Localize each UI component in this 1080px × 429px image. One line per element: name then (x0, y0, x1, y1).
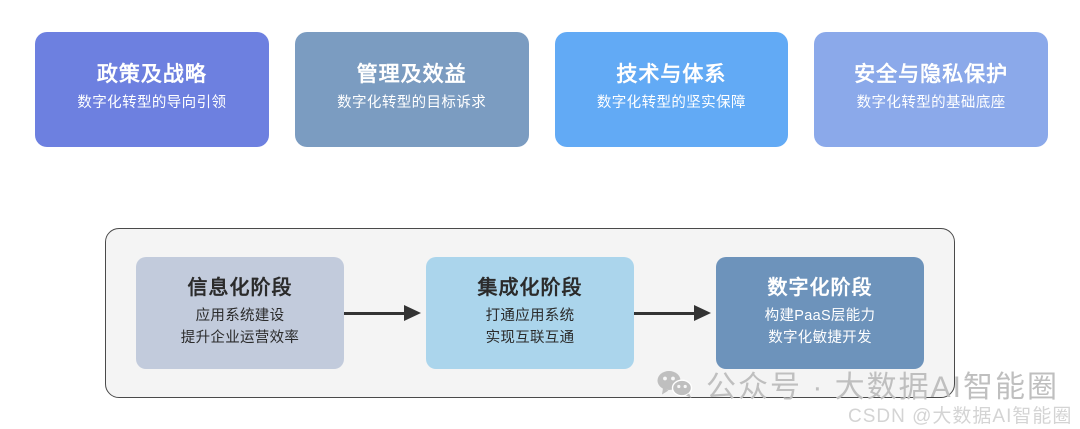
stage-flow: 信息化阶段 应用系统建设 提升企业运营效率 集成化阶段 打通应用系统 实现互联互… (106, 229, 954, 397)
pillar-card-row: 政策及战略 数字化转型的导向引领 管理及效益 数字化转型的目标诉求 技术与体系 … (35, 32, 1048, 147)
arrow-right-icon (344, 303, 426, 323)
stage-detail-line: 实现互联互通 (485, 330, 575, 346)
arrow-shaft (344, 312, 408, 315)
arrow-head (404, 305, 421, 321)
pillar-card-technology-system[interactable]: 技术与体系 数字化转型的坚实保障 (554, 32, 789, 147)
stage-detail-line: 应用系统建设 (195, 308, 285, 325)
pillar-subtitle: 数字化转型的导向引领 (77, 95, 227, 112)
stage-title: 数字化阶段 (767, 277, 873, 300)
pillar-card-policy-strategy[interactable]: 政策及战略 数字化转型的导向引领 (35, 32, 269, 147)
stage-box-digitalization[interactable]: 数字化阶段 构建PaaS层能力 数字化敏捷开发 (716, 257, 924, 369)
arrow-head (694, 305, 711, 321)
pillar-title: 政策及战略 (96, 63, 207, 87)
pillar-title: 管理及效益 (356, 63, 467, 87)
pillar-card-security-privacy[interactable]: 安全与隐私保护 数字化转型的基础底座 (814, 32, 1048, 147)
stage-detail-line: 数字化敏捷开发 (768, 330, 872, 346)
stage-box-integration[interactable]: 集成化阶段 打通应用系统 实现互联互通 (426, 257, 634, 369)
pillar-card-management-benefit[interactable]: 管理及效益 数字化转型的目标诉求 (294, 32, 529, 147)
stage-box-informatization[interactable]: 信息化阶段 应用系统建设 提升企业运营效率 (136, 257, 344, 369)
stage-title: 集成化阶段 (477, 277, 583, 300)
pillar-title: 技术与体系 (616, 63, 727, 87)
pillar-subtitle: 数字化转型的基础底座 (856, 95, 1006, 112)
pillar-subtitle: 数字化转型的目标诉求 (337, 95, 487, 112)
stage-detail-line: 打通应用系统 (485, 308, 575, 325)
csdn-watermark: CSDN @大数据AI智能圈 (848, 406, 1073, 427)
arrow-shaft (634, 312, 698, 315)
pillar-title: 安全与隐私保护 (854, 63, 1009, 87)
stage-detail-line: 构建PaaS层能力 (764, 308, 876, 325)
evolution-panel: 信息化阶段 应用系统建设 提升企业运营效率 集成化阶段 打通应用系统 实现互联互… (105, 228, 955, 398)
stage-title: 信息化阶段 (187, 277, 293, 300)
pillar-subtitle: 数字化转型的坚实保障 (596, 95, 746, 112)
stage-detail-line: 提升企业运营效率 (180, 330, 300, 346)
arrow-right-icon (634, 303, 716, 323)
